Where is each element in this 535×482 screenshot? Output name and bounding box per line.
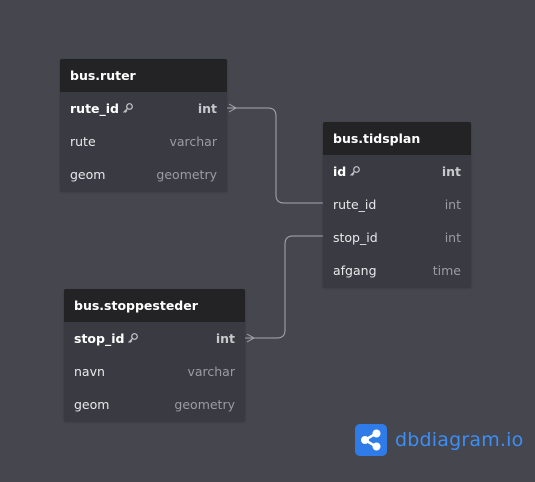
table-header[interactable]: bus.stoppesteder <box>64 289 245 322</box>
column-row-rute-id[interactable]: rute_id int <box>323 188 471 221</box>
column-type: geometry <box>156 167 217 182</box>
key-icon <box>123 103 133 113</box>
column-type: int <box>444 197 461 212</box>
column-type: int <box>441 164 461 179</box>
key-icon <box>128 333 139 343</box>
column-row-rute-id[interactable]: rute_id int <box>60 92 227 125</box>
column-row-geom[interactable]: geom geometry <box>64 388 245 421</box>
relationship-stoppesteder-tidsplan <box>245 235 323 343</box>
share-icon <box>355 424 387 456</box>
column-name: rute <box>70 134 96 149</box>
relationship-ruter-tidsplan <box>227 103 323 204</box>
key-icon <box>350 166 361 176</box>
column-name: navn <box>74 364 105 379</box>
column-name: id <box>333 155 361 188</box>
column-type: geometry <box>174 397 235 412</box>
column-type: int <box>444 230 461 245</box>
column-name: stop_id <box>74 322 139 355</box>
column-row-afgang[interactable]: afgang time <box>323 254 471 287</box>
column-name: geom <box>74 397 110 412</box>
brand-name: dbdiagram.io <box>395 429 524 451</box>
table-bus-ruter[interactable]: bus.ruter rute_id int rute varchar geom … <box>60 59 227 191</box>
column-name: afgang <box>333 263 377 278</box>
column-name: rute_id <box>70 92 134 125</box>
column-type: time <box>432 263 461 278</box>
column-row-stop-id[interactable]: stop_id int <box>323 221 471 254</box>
column-type: varchar <box>187 364 235 379</box>
column-row-stop-id[interactable]: stop_id int <box>64 322 245 355</box>
column-type: int <box>197 101 217 116</box>
column-name-text: stop_id <box>74 331 125 346</box>
table-bus-stoppesteder[interactable]: bus.stoppesteder stop_id int navn varcha… <box>64 289 245 421</box>
column-row-navn[interactable]: navn varchar <box>64 355 245 388</box>
table-header[interactable]: bus.tidsplan <box>323 122 471 155</box>
column-row-geom[interactable]: geom geometry <box>60 158 227 191</box>
column-name-text: rute_id <box>70 101 119 116</box>
column-type: int <box>215 331 235 346</box>
column-row-rute[interactable]: rute varchar <box>60 125 227 158</box>
column-row-id[interactable]: id int <box>323 155 471 188</box>
table-bus-tidsplan[interactable]: bus.tidsplan id int rute_id int stop_id … <box>323 122 471 287</box>
dbdiagram-logo[interactable]: dbdiagram.io <box>355 424 523 456</box>
column-type: varchar <box>169 134 217 149</box>
column-name: rute_id <box>333 197 377 212</box>
column-name-text: id <box>333 164 347 179</box>
column-name: geom <box>70 167 106 182</box>
column-name: stop_id <box>333 230 378 245</box>
table-header[interactable]: bus.ruter <box>60 59 227 92</box>
